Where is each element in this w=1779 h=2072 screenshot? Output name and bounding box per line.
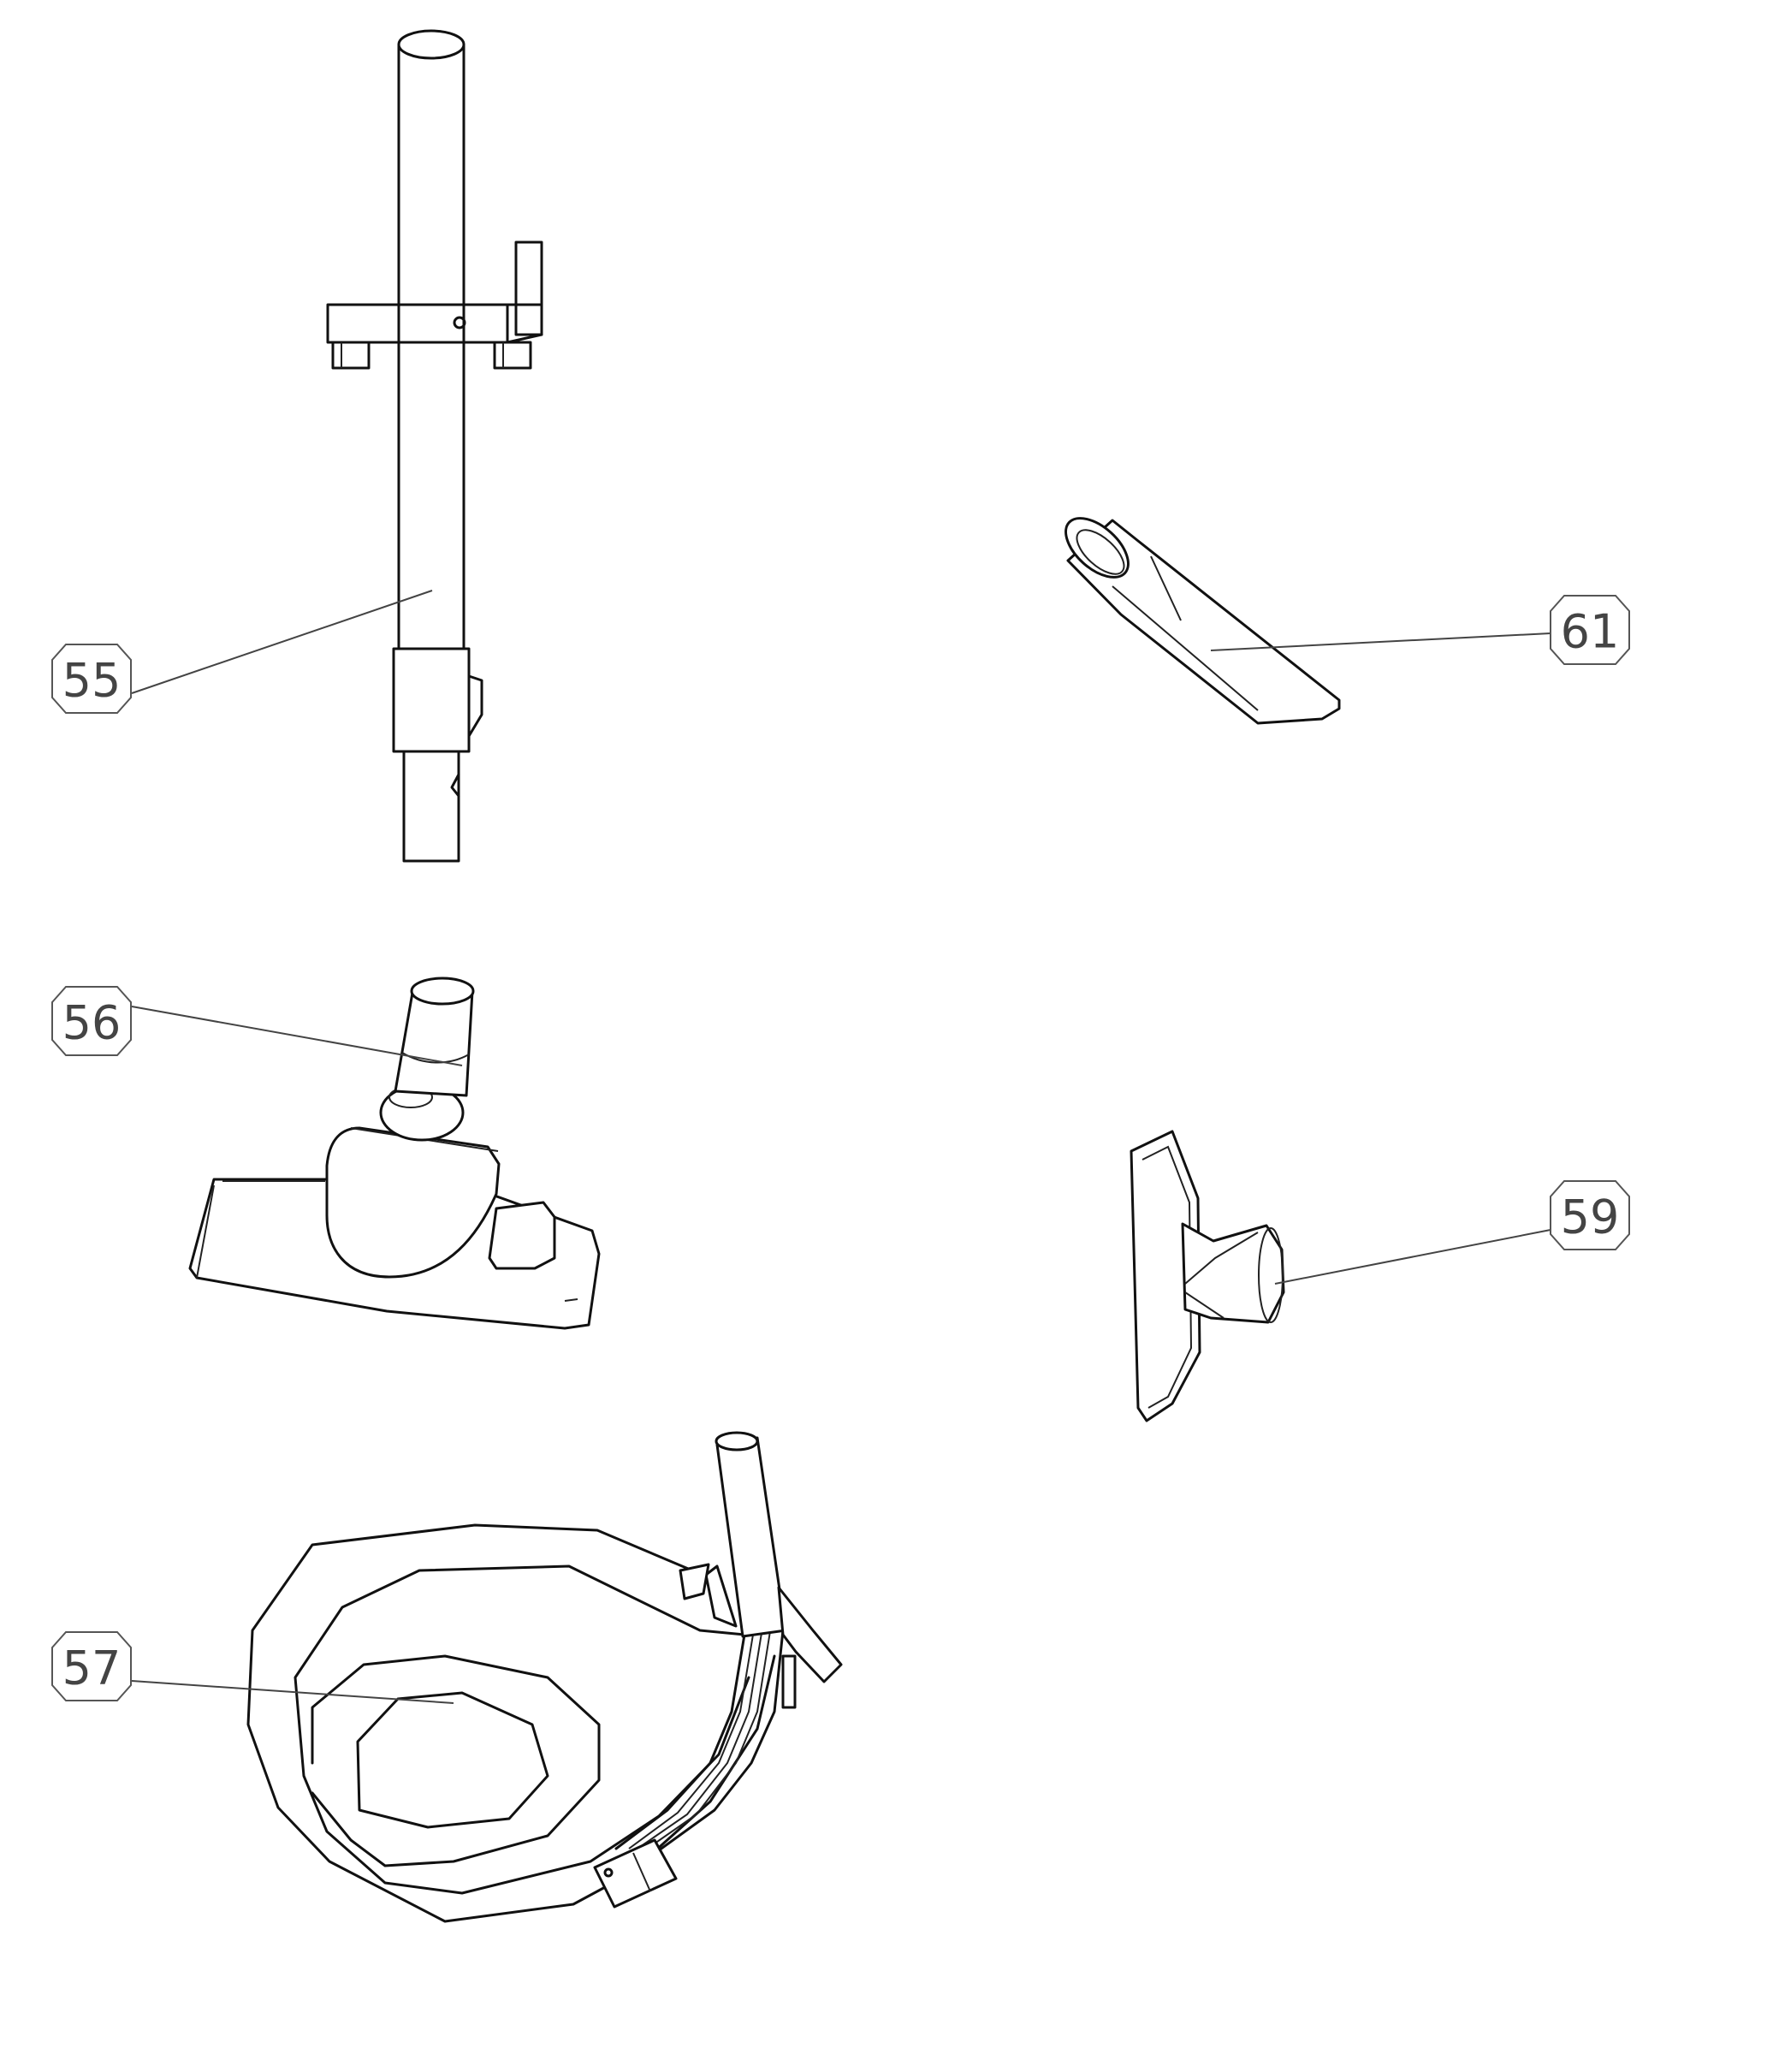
part-57-hose-assembly [246, 1431, 843, 1923]
leader-61 [1210, 632, 1551, 651]
callout-56-label: 56 [62, 996, 122, 1050]
part-59-upholstery-tool [1130, 1130, 1285, 1422]
leader-59 [1274, 1229, 1551, 1285]
part-56-floor-nozzle [188, 977, 601, 1330]
part-61-crevice-tool [1064, 517, 1341, 725]
leader-56 [131, 1006, 463, 1066]
part-55-extension-tube [326, 29, 543, 863]
callout-61-label: 61 [1561, 605, 1620, 659]
callout-61: 61 [1550, 595, 1630, 665]
callout-56: 56 [51, 986, 132, 1056]
callout-55: 55 [51, 644, 132, 714]
callout-59-label: 59 [1561, 1190, 1620, 1244]
callout-55-label: 55 [62, 654, 122, 708]
leader-lines [131, 590, 1551, 1704]
callout-57: 57 [51, 1631, 132, 1701]
callout-57-label: 57 [62, 1642, 122, 1695]
leader-55 [131, 590, 433, 694]
leader-57 [131, 1680, 454, 1704]
callout-59: 59 [1550, 1180, 1630, 1250]
